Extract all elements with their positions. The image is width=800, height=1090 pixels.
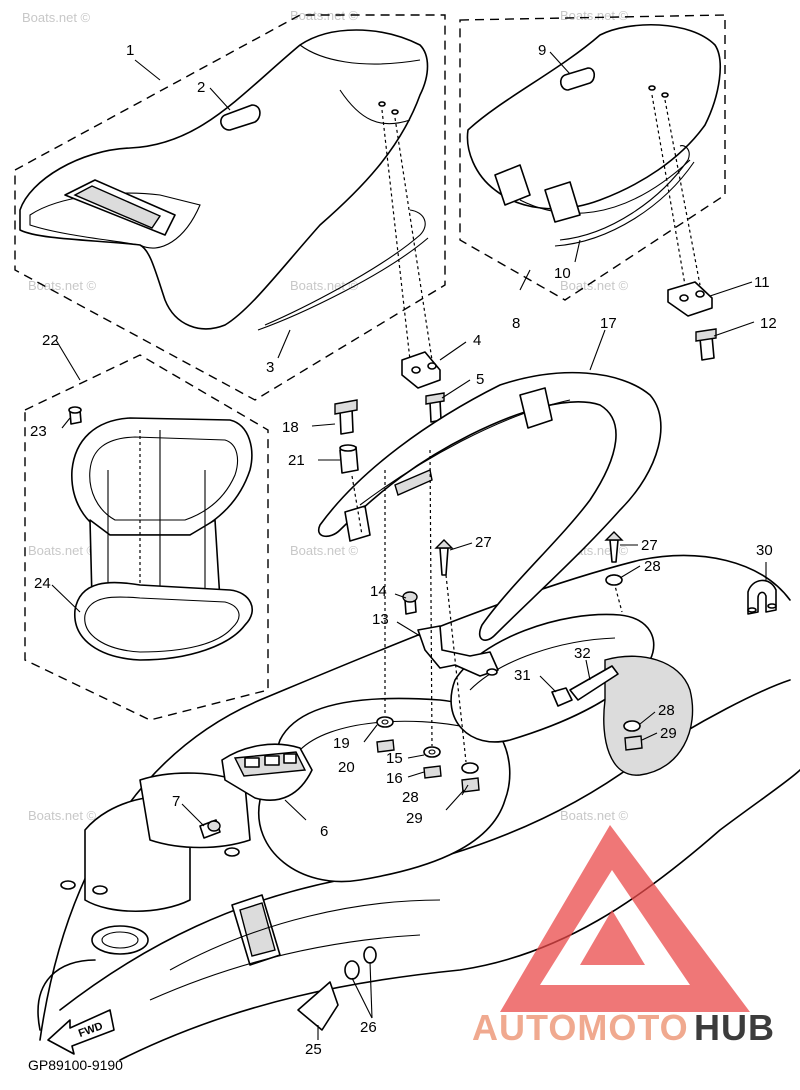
callout-11: 11 bbox=[754, 274, 770, 291]
callout-2: 2 bbox=[197, 79, 205, 96]
leader-lines bbox=[51, 51, 767, 1040]
watermark: Boats.net © bbox=[22, 10, 91, 25]
grab-rail bbox=[317, 371, 662, 641]
callout-29: 29 bbox=[660, 725, 677, 742]
watermark: Boats.net © bbox=[290, 278, 359, 293]
callout-26: 26 bbox=[360, 1019, 377, 1036]
seat-group-front bbox=[14, 14, 446, 401]
hardware-right bbox=[551, 579, 777, 707]
callout-27: 27 bbox=[475, 534, 492, 551]
watermark: Boats.net © bbox=[560, 8, 629, 23]
callout-13: 13 bbox=[372, 611, 389, 628]
callout-18: 18 bbox=[282, 419, 299, 436]
callout-14: 14 bbox=[370, 583, 387, 600]
callout-29: 29 bbox=[406, 810, 423, 827]
watermark: Boats.net © bbox=[290, 543, 359, 558]
callout-10: 10 bbox=[554, 265, 571, 282]
callout-20: 20 bbox=[338, 759, 355, 776]
callout-17: 17 bbox=[600, 315, 617, 332]
callout-6: 6 bbox=[320, 823, 328, 840]
storage-bucket bbox=[24, 354, 269, 721]
fwd-arrow-icon: FWD bbox=[47, 1009, 115, 1055]
callout-15: 15 bbox=[386, 750, 403, 767]
callout-5: 5 bbox=[476, 371, 484, 388]
seat-latch-rear bbox=[667, 281, 717, 361]
brand-name-part1: AUTOMOTO bbox=[472, 1007, 689, 1048]
callout-32: 32 bbox=[574, 645, 591, 662]
seat-latch-front bbox=[401, 351, 445, 423]
callout-8: 8 bbox=[512, 315, 520, 332]
callout-25: 25 bbox=[305, 1041, 322, 1058]
rear-caps bbox=[297, 946, 377, 1031]
callout-22: 22 bbox=[42, 332, 59, 349]
watermark: Boats.net © bbox=[560, 808, 629, 823]
deck-hull bbox=[37, 554, 800, 1061]
callout-30: 30 bbox=[756, 542, 773, 559]
seat-group-rear bbox=[459, 14, 726, 301]
brand-logo: AUTOMOTO HUB bbox=[472, 825, 775, 1048]
callout-23: 23 bbox=[30, 423, 47, 440]
callout-12: 12 bbox=[760, 315, 777, 332]
callout-24: 24 bbox=[34, 575, 51, 592]
storage-cover bbox=[221, 743, 313, 801]
callout-3: 3 bbox=[266, 359, 274, 376]
grab-rail-bolt bbox=[334, 399, 359, 474]
watermark: Boats.net © bbox=[28, 543, 97, 558]
callout-19: 19 bbox=[333, 735, 350, 752]
callout-28: 28 bbox=[644, 558, 661, 575]
callout-28: 28 bbox=[402, 789, 419, 806]
watermark: Boats.net © bbox=[28, 808, 97, 823]
callout-16: 16 bbox=[386, 770, 403, 787]
callout-31: 31 bbox=[514, 667, 531, 684]
callout-21: 21 bbox=[288, 452, 305, 469]
screw-7 bbox=[199, 819, 221, 839]
brand-triangle-icon bbox=[500, 825, 750, 1012]
callout-28: 28 bbox=[658, 702, 675, 719]
callout-7: 7 bbox=[172, 793, 180, 810]
mount-bracket bbox=[402, 591, 499, 677]
watermark: Boats.net © bbox=[560, 278, 629, 293]
washers-nuts bbox=[376, 574, 643, 793]
watermark: Boats.net © bbox=[28, 278, 97, 293]
callout-9: 9 bbox=[538, 42, 546, 59]
brand-name-part2: HUB bbox=[694, 1007, 775, 1048]
callout-4: 4 bbox=[473, 332, 481, 349]
callout-27: 27 bbox=[641, 537, 658, 554]
callouts: 1 2 3 4 5 6 7 8 9 10 11 12 13 14 15 16 1… bbox=[30, 42, 777, 1058]
callout-1: 1 bbox=[126, 42, 134, 59]
drawing-code: GP89100-9190 bbox=[28, 1057, 123, 1073]
